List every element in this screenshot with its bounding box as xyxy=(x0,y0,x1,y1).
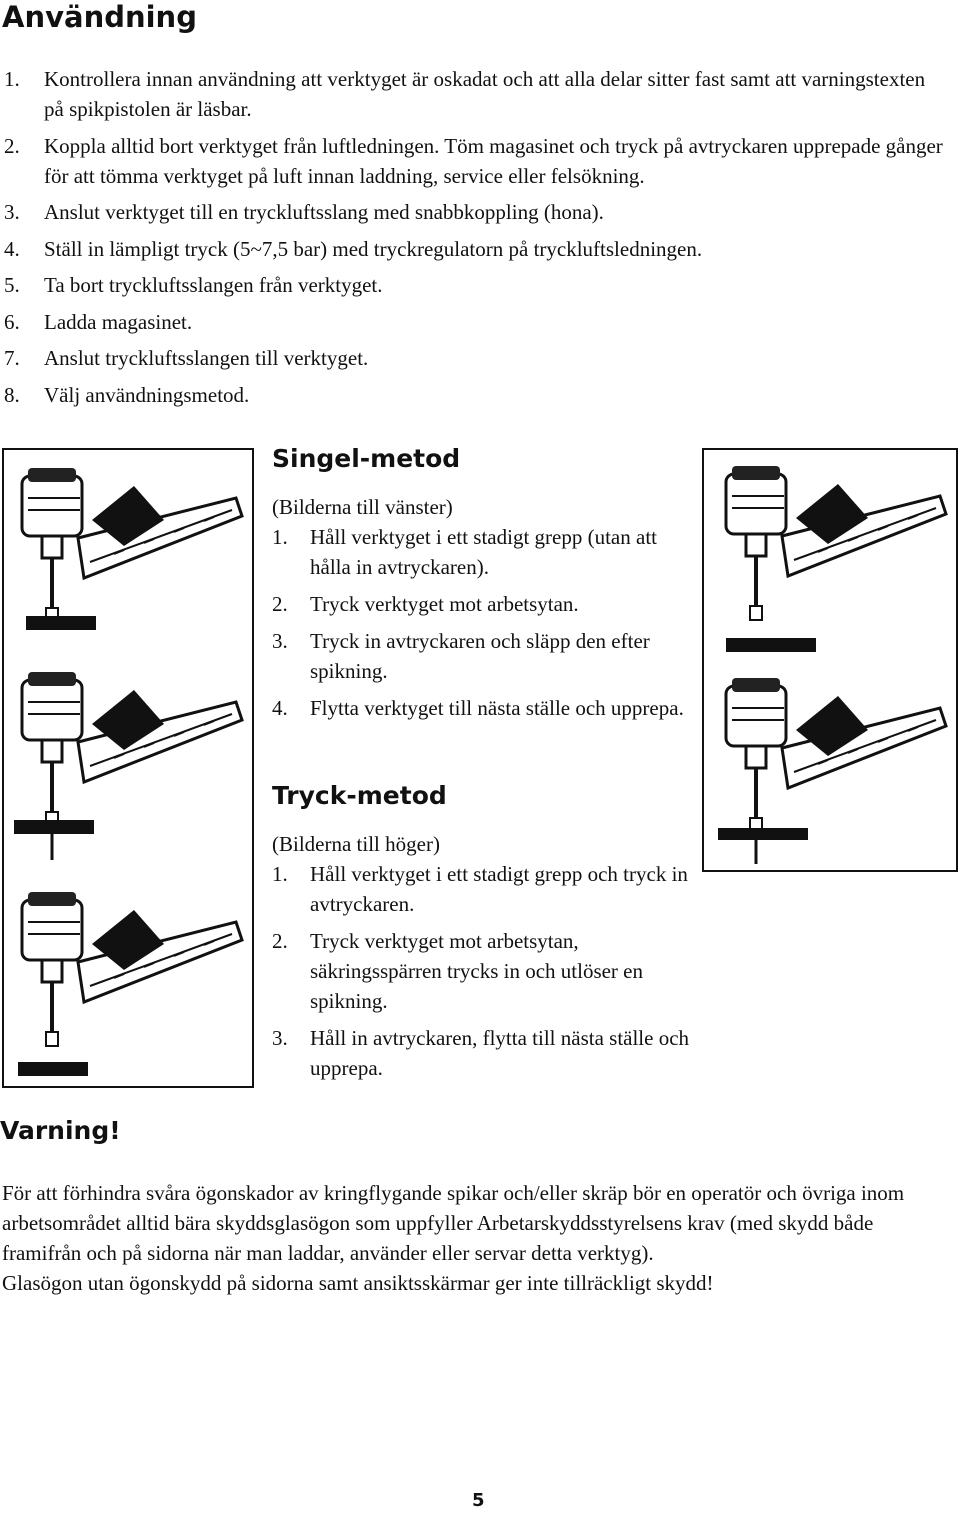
list-item: 7.Anslut tryckluftsslangen till verktyge… xyxy=(4,346,369,370)
list-item: 2.Tryck verktyget mot arbetsytan. xyxy=(272,592,579,616)
press-method-steps: (Bilderna till höger) 1.Håll verktyget i… xyxy=(272,829,692,1090)
list-item: 4.Ställ in lämpligt tryck (5~7,5 bar) me… xyxy=(4,236,703,261)
list-item: 3.Anslut verktyget till en tryckluftssla… xyxy=(4,200,604,224)
list-item: 1.Kontrollera innan användning att verkt… xyxy=(4,67,926,121)
list-item: 8.Välj användningsmetod. xyxy=(4,382,250,407)
list-item: 6.Ladda magasinet. xyxy=(4,309,193,334)
press-method-illustrations xyxy=(702,448,958,872)
list-item: 2.Koppla alltid bort verktyget från luft… xyxy=(4,133,943,188)
page-number: 5 xyxy=(472,1490,485,1511)
list-item: 3.Tryck in avtryckaren och släpp den eft… xyxy=(272,629,650,683)
warning-heading: Varning! xyxy=(0,1116,121,1145)
list-item: 3.Håll in avtryckaren, flytta till nästa… xyxy=(272,1026,690,1080)
list-item: 1.Håll verktyget i ett stadigt grepp och… xyxy=(272,862,688,916)
warning-text: För att förhindra svåra ögonskador av kr… xyxy=(2,1178,952,1298)
warning-paragraph: Glasögon utan ögonskydd på sidorna samt … xyxy=(2,1271,714,1295)
list-item: 1.Håll verktyget i ett stadigt grepp (ut… xyxy=(272,525,657,579)
list-item: 5.Ta bort tryckluftsslangen från verktyg… xyxy=(4,273,383,297)
nailer-illustration xyxy=(14,466,244,1076)
page-title: Användning xyxy=(2,0,197,34)
usage-steps: 1.Kontrollera innan användning att verkt… xyxy=(0,64,950,416)
single-method-caption: (Bilderna till vänster) xyxy=(272,495,453,519)
press-method-caption: (Bilderna till höger) xyxy=(272,832,440,856)
single-method-heading: Singel-metod xyxy=(272,444,461,473)
list-item: 4.Flytta verktyget till nästa ställe och… xyxy=(272,696,684,720)
nailer-illustration xyxy=(718,464,948,864)
list-item: 2.Tryck verktyget mot arbetsytan, säkrin… xyxy=(272,929,643,1013)
single-method-illustrations xyxy=(2,448,254,1088)
press-method-heading: Tryck-metod xyxy=(272,781,447,810)
warning-paragraph: För att förhindra svåra ögonskador av kr… xyxy=(2,1181,905,1265)
single-method-steps: (Bilderna till vänster) 1.Håll verktyget… xyxy=(272,492,692,730)
